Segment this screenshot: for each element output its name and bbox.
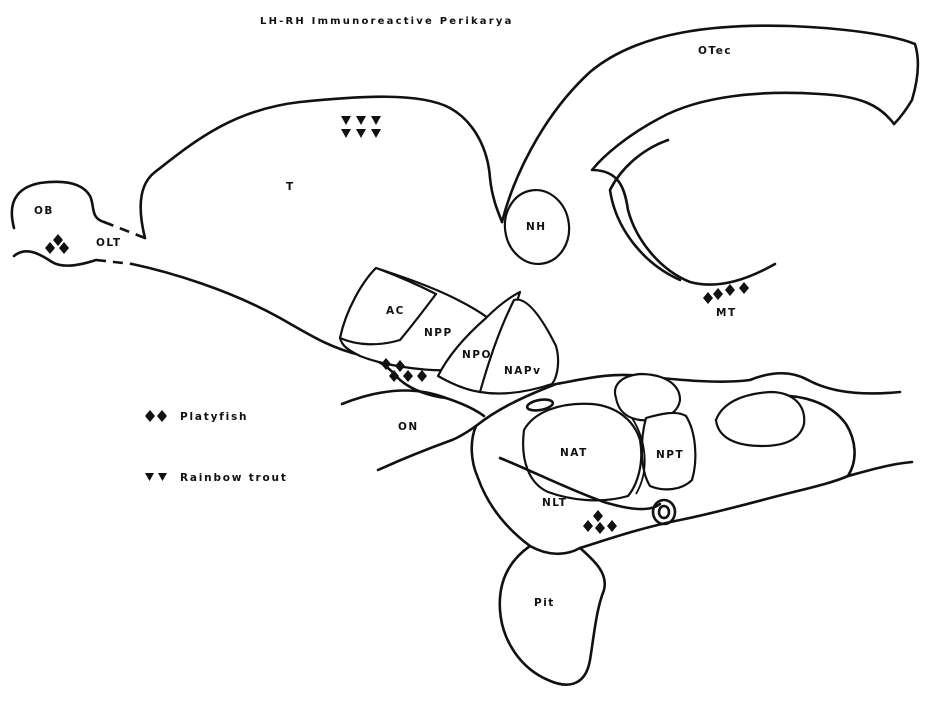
triangle-marker [341, 116, 351, 125]
olfactory-bulb-outline [12, 182, 104, 228]
diamond-marker [59, 242, 69, 254]
trout-markers-telencephalon [341, 116, 381, 138]
diamond-marker [703, 292, 713, 304]
label-pit: Pit [534, 597, 555, 609]
triangle-marker [356, 129, 366, 138]
olfactory-tract-dashed-top [104, 222, 145, 238]
platyfish-markers-nlt [583, 510, 617, 534]
pituitary-outline [500, 546, 605, 685]
legend-rainbow-trout-label: Rainbow trout [180, 472, 288, 484]
label-npp: NPP [424, 327, 453, 339]
label-nh: NH [526, 221, 547, 233]
telencephalon-outline [141, 97, 502, 238]
platyfish-markers-ob [45, 234, 69, 254]
olfactory-bulb-lower [14, 251, 96, 265]
label-otec: OTec [698, 45, 732, 57]
label-nlt: NLT [542, 497, 567, 509]
label-on: ON [398, 421, 419, 433]
diamond-marker [593, 510, 603, 522]
diamond-marker [725, 284, 735, 296]
ventral-tail [848, 462, 912, 476]
olfactory-tract-dashed-bottom [96, 260, 132, 264]
diamond-marker [417, 370, 427, 382]
diamond-marker [145, 410, 155, 422]
diamond-marker [595, 522, 605, 534]
label-mt: MT [716, 307, 737, 319]
legend: Platyfish Rainbow trout [145, 410, 288, 484]
label-ac: AC [386, 305, 405, 317]
label-t: T [286, 181, 295, 193]
label-ob: OB [34, 205, 54, 217]
diamond-marker [45, 242, 55, 254]
optic-nerve-lower [378, 426, 476, 470]
diamond-marker [583, 520, 593, 532]
triangle-marker [158, 473, 167, 481]
diamond-marker [739, 282, 749, 294]
label-olt: OLT [96, 237, 122, 249]
optic-nerve-upper [342, 391, 484, 416]
triangle-marker [371, 116, 381, 125]
concentric-outer [653, 500, 675, 524]
diamond-marker [53, 234, 63, 246]
optic-tectum-inner [592, 93, 894, 285]
concentric-inner [659, 506, 669, 518]
triangle-marker [371, 129, 381, 138]
diamond-marker [403, 370, 413, 382]
optic-tectum-inner-wall [610, 140, 680, 280]
legend-platyfish: Platyfish [145, 410, 248, 423]
diamond-marker [607, 520, 617, 532]
diagram-title: LH-RH Immunoreactive Perikarya [260, 16, 514, 27]
diamond-marker [713, 288, 723, 300]
triangle-marker [356, 116, 366, 125]
diamond-marker [157, 410, 167, 422]
label-napv: NAPv [504, 365, 541, 377]
label-npo: NPO [462, 349, 492, 361]
triangle-marker [145, 473, 154, 481]
label-npt: NPT [656, 449, 684, 461]
triangle-marker [341, 129, 351, 138]
legend-rainbow-trout: Rainbow trout [145, 472, 288, 484]
label-nat: NAT [560, 447, 588, 459]
right-nucleus [716, 392, 804, 446]
legend-platyfish-label: Platyfish [180, 411, 248, 423]
